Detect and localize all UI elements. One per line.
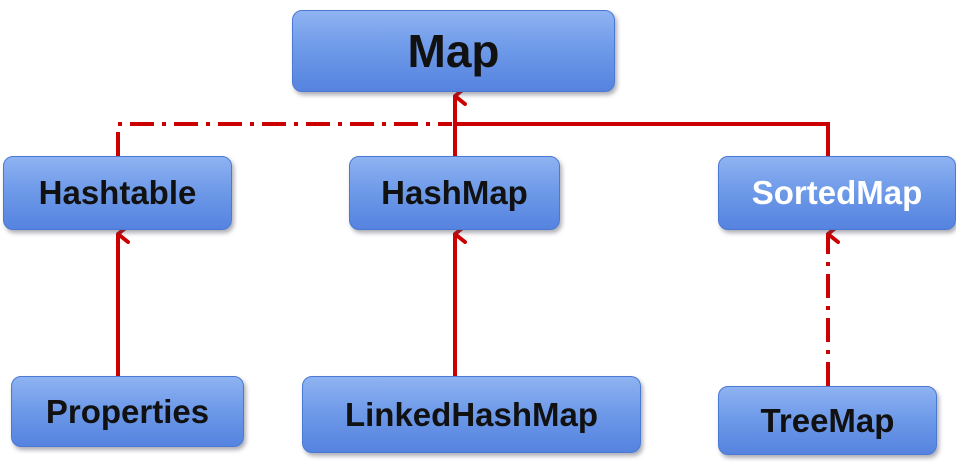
treemap-node-label: TreeMap [760, 401, 895, 439]
edge-hashtable-to-map [116, 122, 452, 156]
sortedmap-node-label: SortedMap [751, 174, 923, 211]
edge-sortedmap-to-map [455, 122, 830, 156]
linkedhashmap-node: LinkedHashMap [302, 376, 641, 453]
properties-node-label: Properties [45, 392, 210, 430]
hashmap-node-label: HashMap [381, 174, 528, 211]
hashtable-node: Hashtable [3, 156, 232, 230]
map-node-label: Map [407, 25, 500, 77]
linkedhashmap-node-label: LinkedHashMap [344, 395, 599, 433]
properties-node: Properties [11, 376, 244, 447]
treemap-node: TreeMap [718, 386, 937, 455]
map-node: Map [292, 10, 615, 92]
hashmap-node: HashMap [349, 156, 560, 230]
sortedmap-node: SortedMap [718, 156, 956, 230]
hashtable-node-label: Hashtable [38, 174, 197, 211]
